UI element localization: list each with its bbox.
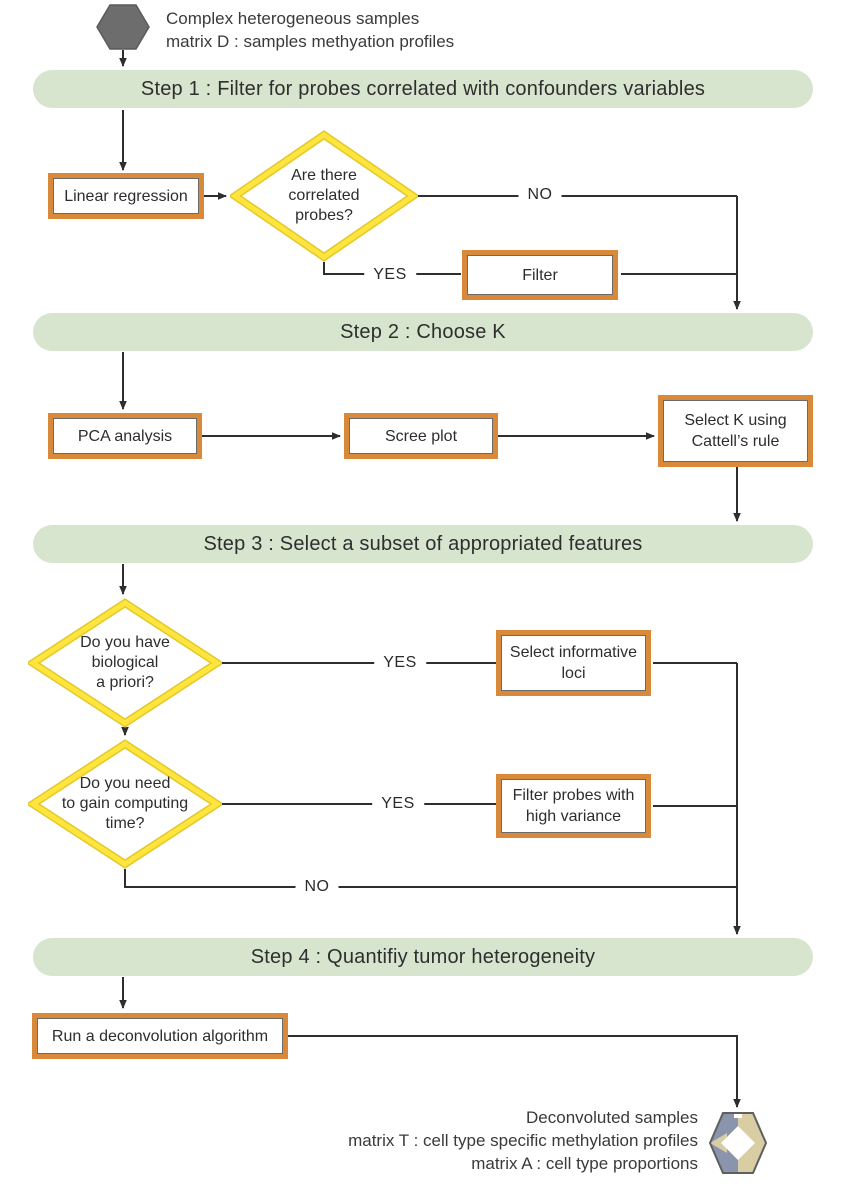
step4-banner: Step 4 : Quantifiy tumor heterogeneity: [33, 938, 813, 976]
end-caption-line1: Deconvoluted samples: [526, 1108, 698, 1127]
start-caption-line2: matrix D : samples methyation profiles: [166, 32, 455, 51]
filter-probes-box: Filter probes with high variance: [496, 774, 651, 838]
decision1-line1: Are there: [291, 167, 357, 184]
end-caption-line3: matrix A : cell type proportions: [471, 1154, 698, 1173]
end-caption-line2: matrix T : cell type specific methylatio…: [348, 1131, 698, 1150]
select-loci-line2: loci: [561, 665, 586, 682]
branch-label-no-2: NO: [295, 878, 339, 896]
filter-probes-line1: Filter probes with: [512, 787, 635, 804]
select-k-line2: Cattell’s rule: [691, 433, 780, 450]
linear-regression-box: Linear regression: [48, 173, 204, 219]
run-deconvolution-label: Run a deconvolution algorithm: [51, 1027, 269, 1045]
step2-banner-label: Step 2 : Choose K: [340, 320, 506, 343]
select-loci-line1: Select informative: [509, 644, 638, 661]
decision3-line1: Do you need: [79, 775, 171, 792]
end-hexagon-icon: [708, 1112, 768, 1174]
branch-label-yes-1: YES: [364, 266, 416, 284]
pca-analysis-box: PCA analysis: [48, 413, 202, 459]
step2-banner: Step 2 : Choose K: [33, 313, 813, 351]
branch-label-yes-2: YES: [374, 654, 426, 672]
scree-plot-box: Scree plot: [344, 413, 498, 459]
decision-biological-apriori: Do you have biological a priori?: [28, 598, 222, 728]
decision2-line2: biological: [91, 654, 159, 671]
decision-computing-time: Do you need to gain computing time?: [28, 739, 222, 869]
run-deconvolution-box: Run a deconvolution algorithm: [32, 1013, 288, 1059]
step1-banner: Step 1 : Filter for probes correlated wi…: [33, 70, 813, 108]
decision3-line2: to gain computing: [61, 795, 189, 812]
end-caption: Deconvoluted samples matrix T : cell typ…: [250, 1106, 698, 1175]
step3-banner-label: Step 3 : Select a subset of appropriated…: [203, 532, 643, 555]
branch-label-yes-3: YES: [372, 795, 424, 813]
filter-box: Filter: [462, 250, 618, 300]
decision2-line3: a priori?: [96, 674, 154, 691]
step4-banner-label: Step 4 : Quantifiy tumor heterogeneity: [250, 945, 596, 968]
select-k-box: Select K using Cattell’s rule: [658, 395, 813, 467]
decision-biological-apriori-text: Do you have biological a priori?: [28, 598, 222, 728]
filter-probes-line2: high variance: [525, 808, 622, 825]
step3-banner: Step 3 : Select a subset of appropriated…: [33, 525, 813, 563]
pca-analysis-label: PCA analysis: [77, 427, 173, 445]
start-hexagon-icon: [96, 4, 150, 50]
select-informative-loci-box: Select informative loci: [496, 630, 651, 696]
start-caption-line1: Complex heterogeneous samples: [166, 9, 420, 28]
step1-banner-label: Step 1 : Filter for probes correlated wi…: [140, 77, 706, 100]
linear-regression-label: Linear regression: [64, 187, 188, 205]
decision1-line3: probes?: [295, 207, 353, 224]
decision2-line1: Do you have: [80, 634, 170, 651]
decision-computing-time-text: Do you need to gain computing time?: [28, 739, 222, 869]
scree-plot-label: Scree plot: [384, 427, 458, 445]
decision1-line2: correlated: [288, 187, 360, 204]
connector-run-to-end: [288, 1035, 741, 1108]
select-k-line1: Select K using: [684, 412, 787, 429]
filter-label: Filter: [522, 266, 558, 284]
branch-label-no-1: NO: [518, 186, 562, 204]
decision-correlated-probes-text: Are there correlated probes?: [230, 130, 418, 262]
start-caption: Complex heterogeneous samples matrix D :…: [166, 7, 454, 53]
connector-decision3-no: [124, 869, 737, 888]
decision3-line3: time?: [105, 815, 145, 832]
decision-correlated-probes: Are there correlated probes?: [230, 130, 418, 262]
